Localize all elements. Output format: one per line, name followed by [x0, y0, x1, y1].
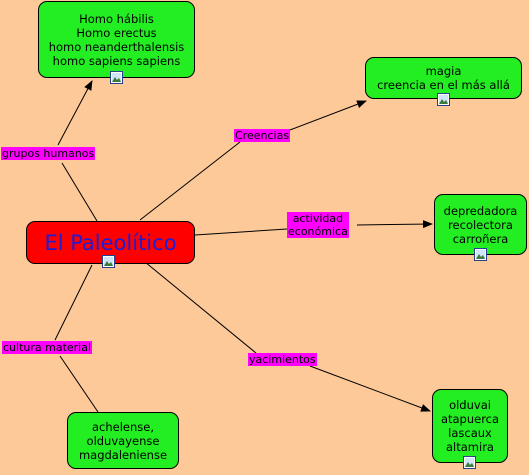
link-label-actividad-line-1: actividad	[292, 212, 344, 225]
link-label-cultura-material[interactable]: cultura material	[2, 341, 93, 354]
central-node-label: El Paleolítico	[44, 230, 177, 255]
node-homo-line-3: homo neanderthalensis	[48, 39, 185, 54]
link-label-creencias[interactable]: Creencias	[234, 129, 291, 142]
node-homo-line-1: Homo hábilis	[79, 11, 154, 26]
node-olduvai-line-4: altamira	[446, 440, 494, 454]
image-icon[interactable]	[463, 456, 476, 469]
line-actividad-to-depredadora	[356, 220, 433, 229]
node-depredadora-line-2: recolectora	[448, 217, 513, 232]
line-central-to-actividad	[194, 228, 288, 236]
node-achelense-line-2: olduvayense	[86, 433, 160, 448]
link-label-creencias-text: Creencias	[235, 129, 290, 142]
line-cultura-to-achelense	[59, 355, 99, 413]
line-creencias-to-magia	[289, 100, 367, 131]
node-homo-line-2: Homo erectus	[76, 25, 157, 40]
image-icon[interactable]	[102, 255, 115, 268]
line-yacimientos-to-olduvai	[309, 365, 431, 412]
link-label-actividad-line-2: económica	[288, 225, 348, 238]
link-label-grupos-humanos[interactable]: grupos humanos	[1, 147, 96, 160]
node-depredadora-line-1: depredadora	[443, 203, 518, 218]
node-yacimientos-list[interactable]: olduvai atapuerca lascaux altamira	[432, 389, 508, 463]
line-grupos-to-homo	[57, 80, 93, 146]
node-magia[interactable]: magia creencia en el más allá	[365, 57, 522, 99]
node-olduvai-line-1: olduvai	[449, 398, 491, 412]
node-magia-line-2: creencia en el más allá	[377, 78, 510, 92]
image-icon[interactable]	[474, 248, 487, 261]
link-label-yacimientos[interactable]: yacimientos	[248, 353, 317, 366]
line-central-to-grupos	[61, 162, 98, 222]
node-cultura-list[interactable]: achelense, olduvayense magdaleniense	[67, 412, 179, 469]
node-depredadora[interactable]: depredadora recolectora carroñera	[434, 194, 527, 255]
node-depredadora-line-3: carroñera	[452, 231, 509, 246]
node-olduvai-line-2: atapuerca	[440, 412, 500, 426]
line-central-to-yacimientos	[144, 261, 257, 354]
link-label-yacimientos-text: yacimientos	[249, 353, 316, 366]
node-homo-line-4: homo sapiens sapiens	[52, 53, 181, 68]
node-magia-line-1: magia	[425, 64, 462, 78]
link-label-cultura-text: cultura material	[3, 341, 92, 354]
node-homo-species[interactable]: Homo hábilis Homo erectus homo neanderth…	[38, 1, 195, 78]
link-label-actividad-economica[interactable]: actividad económica	[287, 212, 349, 238]
line-central-to-creencias	[139, 141, 241, 221]
node-olduvai-line-3: lascaux	[448, 426, 492, 440]
node-achelense-line-3: magdaleniense	[78, 447, 168, 462]
node-achelense-line-1: achelense,	[91, 419, 154, 434]
line-central-to-cultura	[54, 264, 93, 341]
link-label-grupos-text: grupos humanos	[2, 147, 95, 160]
image-icon[interactable]	[437, 93, 450, 106]
image-icon[interactable]	[110, 71, 123, 84]
